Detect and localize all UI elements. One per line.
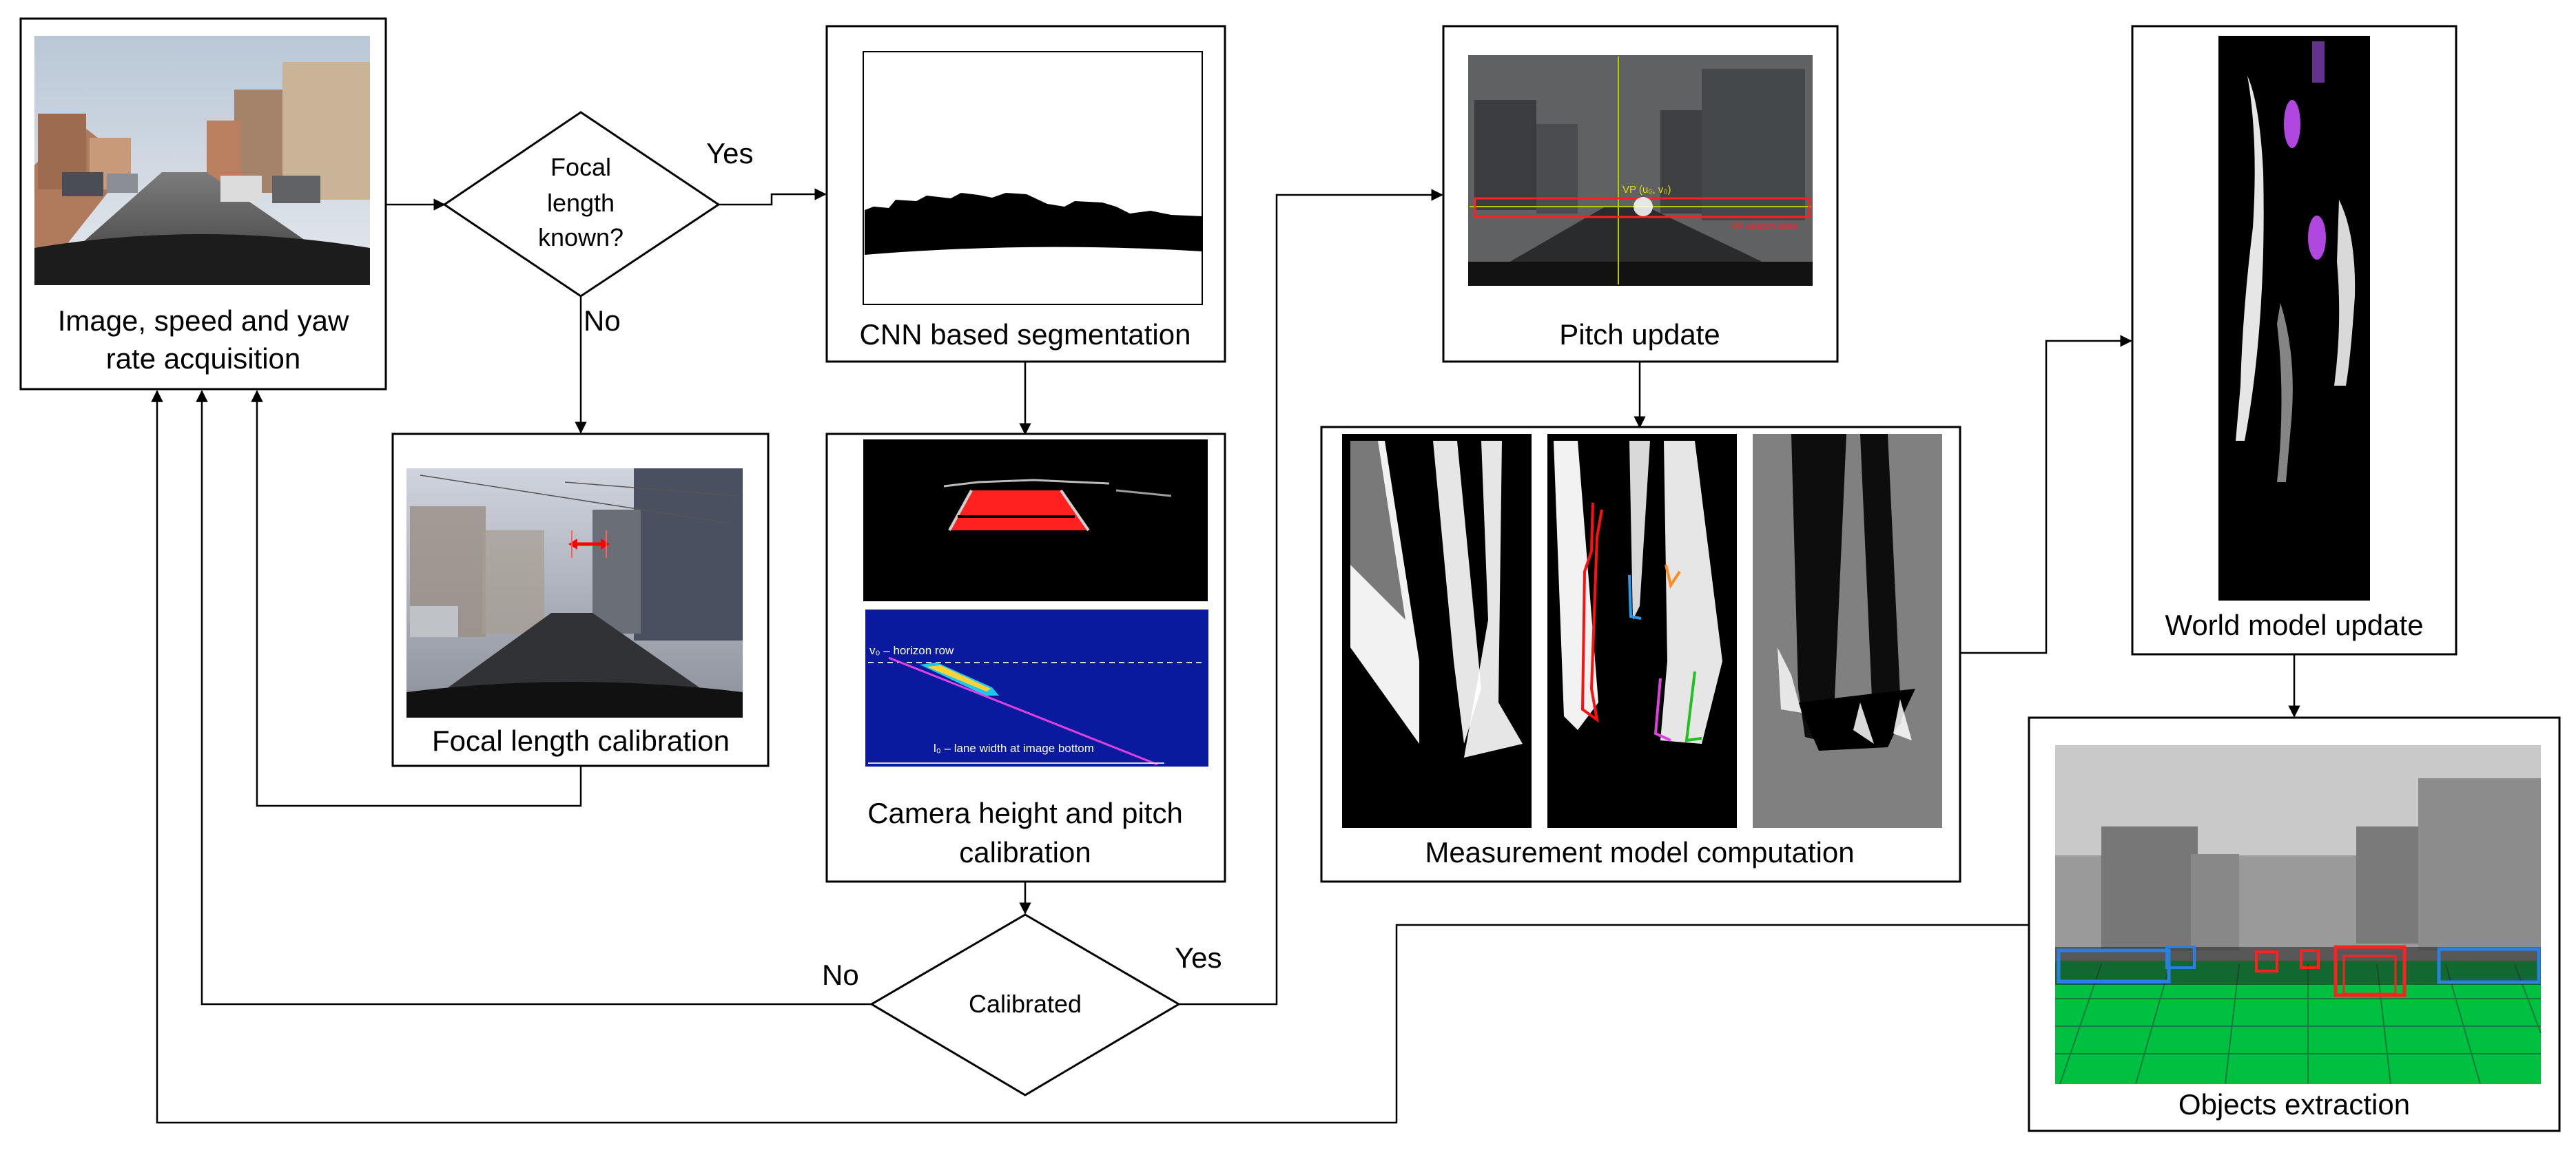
measurement-panel-3	[1753, 434, 1942, 828]
camera-calib-line1: Camera height and pitch	[867, 797, 1183, 829]
pitch-photo: VP (u₀, v₀) VP search area	[1468, 55, 1813, 286]
edge-label-calib-yes: Yes	[1175, 941, 1222, 974]
edge-calibrated-no-back-to-acq	[196, 390, 872, 1006]
edge-label-focal-yes: Yes	[706, 137, 754, 169]
focal-photo	[406, 468, 743, 718]
focal-q-line2: length	[547, 189, 615, 217]
edge-objects-back-to-acq	[151, 390, 2029, 1124]
focal-calib-label: Focal length calibration	[432, 725, 730, 757]
vp-search-text: VP search area	[1731, 220, 1797, 231]
connectors	[151, 188, 2300, 1124]
edge-question-yes-to-segmentation	[719, 188, 827, 206]
camera-calib-line2: calibration	[959, 836, 1091, 868]
measurement-panel-2	[1547, 434, 1737, 828]
acq-label-line2: rate acquisition	[106, 342, 301, 375]
node-objects: Objects extraction	[2028, 716, 2561, 1132]
segmentation-label: CNN based segmentation	[860, 318, 1191, 351]
acq-label-line1: Image, speed and yaw	[58, 304, 349, 337]
node-acquisition: Image, speed and yaw rate acquisition	[19, 17, 387, 391]
edge-measurement-to-world	[1960, 335, 2132, 654]
vp-text: VP (u₀, v₀)	[1622, 184, 1671, 196]
lane-mask-image	[863, 439, 1208, 601]
objects-photo	[2055, 745, 2542, 1085]
node-focal-calibration: Focal length calibration	[391, 433, 770, 767]
lane-width-text: l₀ – lane width at image bottom	[934, 742, 1094, 755]
node-focal-question: Focal length known?	[442, 111, 721, 298]
node-pitch-update: VP (u₀, v₀) VP search area Pitch update	[1442, 25, 1839, 363]
measurement-label: Measurement model computation	[1425, 836, 1854, 868]
focal-q-line1: Focal	[550, 153, 611, 181]
objects-label: Objects extraction	[2178, 1088, 2410, 1121]
horizon-row-text: v₀ – horizon row	[869, 644, 954, 657]
calibration-heatmap: v₀ – horizon row l₀ – lane width at imag…	[865, 610, 1208, 767]
calibrated-label: Calibrated	[969, 990, 1082, 1018]
world-update-label: World model update	[2165, 609, 2423, 641]
node-camera-calibration: v₀ – horizon row l₀ – lane width at imag…	[825, 433, 1226, 883]
edge-focal-calib-back-to-acq	[251, 390, 582, 807]
node-segmentation: CNN based segmentation	[825, 25, 1226, 363]
node-calibrated: Calibrated	[869, 913, 1181, 1096]
node-measurement: Measurement model computation	[1320, 426, 1961, 883]
measurement-panel-1	[1342, 434, 1532, 828]
focal-q-line3: known?	[538, 223, 624, 251]
node-world-update: World model update	[2131, 25, 2457, 656]
pitch-update-label: Pitch update	[1559, 318, 1720, 351]
edge-calibrated-yes-to-pitch	[1179, 189, 1443, 1006]
street-photo	[34, 36, 370, 285]
segmentation-mask	[865, 193, 1202, 255]
edge-label-focal-no: No	[584, 304, 621, 337]
world-model-image	[2218, 36, 2370, 601]
edge-label-calib-no: No	[822, 959, 859, 991]
